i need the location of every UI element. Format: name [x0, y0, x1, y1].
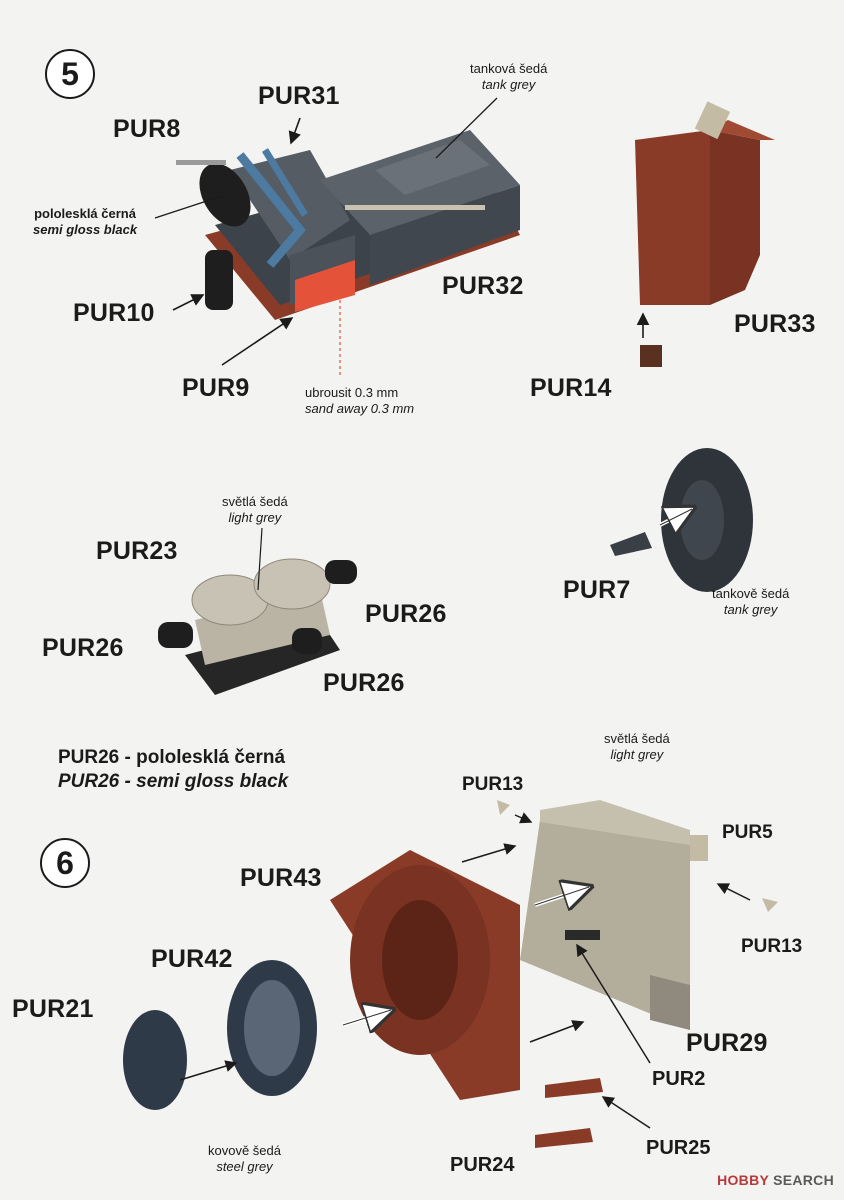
label-pur9: PUR9	[182, 374, 250, 402]
step-6-badge: 6	[40, 838, 90, 888]
label-pur33: PUR33	[734, 310, 816, 338]
legend-pur26-paint: PUR26 - pololesklá černá PUR26 - semi gl…	[58, 747, 289, 792]
label-pur42: PUR42	[151, 945, 233, 973]
fan-assembly	[123, 960, 317, 1110]
label-pur13-top: PUR13	[462, 774, 524, 795]
label-pur29: PUR29	[686, 1029, 768, 1057]
step-5-badge: 5	[45, 49, 95, 99]
label-pur24: PUR24	[450, 1154, 515, 1176]
label-pur26-bottom: PUR26	[323, 669, 405, 697]
label-pur7: PUR7	[563, 576, 631, 604]
label-pur5: PUR5	[722, 822, 773, 843]
fan-housing-assembly	[330, 850, 520, 1100]
label-pur25: PUR25	[646, 1137, 711, 1159]
label-pur43: PUR43	[240, 864, 322, 892]
side-plate-assembly	[635, 101, 775, 367]
label-pur23: PUR23	[96, 537, 178, 565]
engine-base-assembly	[176, 130, 520, 320]
label-pur8: PUR8	[113, 115, 181, 143]
label-pur2: PUR2	[652, 1068, 706, 1090]
watermark: HOBBY SEARCH	[717, 1172, 834, 1188]
label-pur14: PUR14	[530, 374, 612, 402]
cylinder-head-assembly	[158, 558, 357, 695]
label-pur13-right: PUR13	[741, 936, 803, 957]
radiator-assembly	[497, 800, 778, 1030]
label-pur21: PUR21	[12, 995, 94, 1023]
label-pur26-right: PUR26	[365, 600, 447, 628]
flywheel-assembly	[610, 448, 753, 592]
label-pur10: PUR10	[73, 299, 155, 327]
label-pur26-left: PUR26	[42, 634, 124, 662]
label-pur32: PUR32	[442, 272, 524, 300]
label-pur31: PUR31	[258, 82, 340, 110]
